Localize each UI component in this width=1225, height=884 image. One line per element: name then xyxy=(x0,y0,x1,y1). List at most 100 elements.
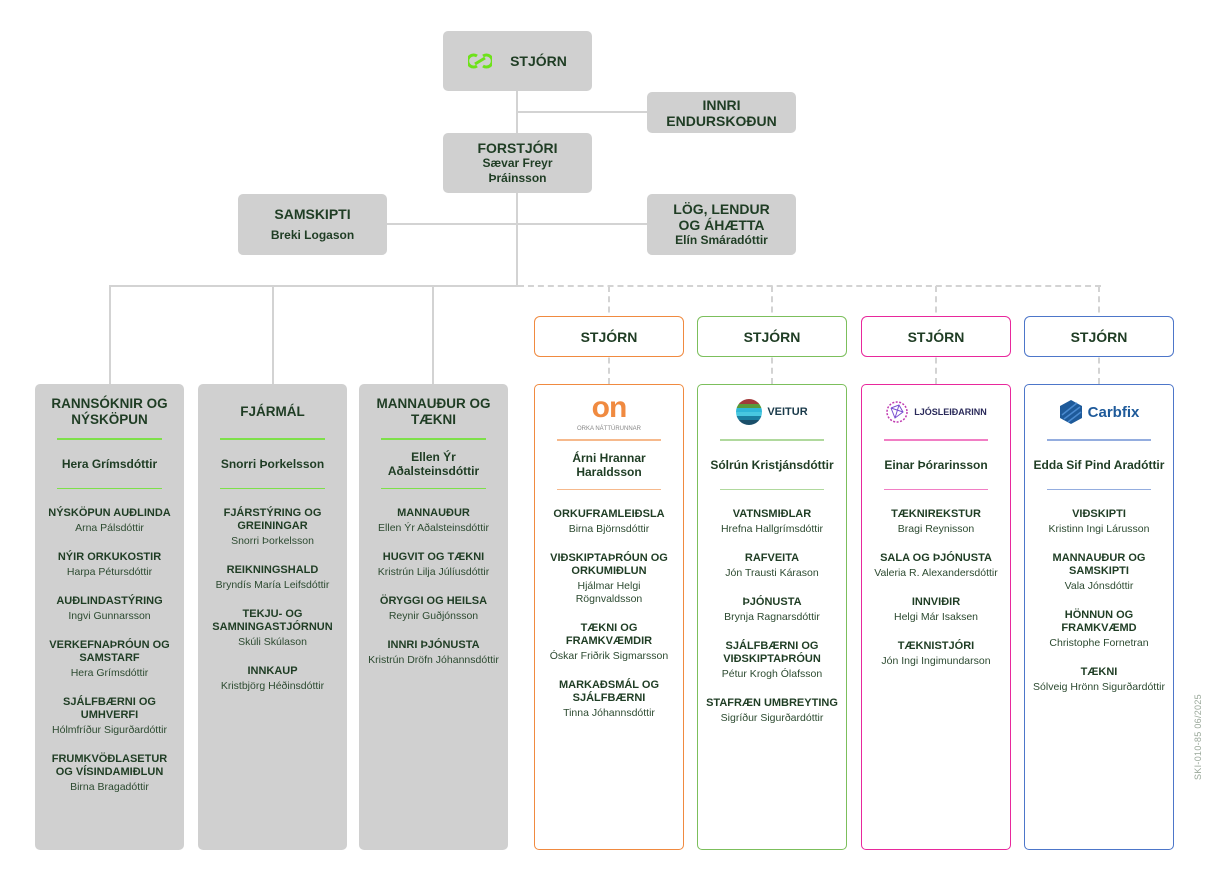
subsidiary-head: Edda Sif Pind Aradóttir xyxy=(1033,457,1165,472)
unit-title: INNKAUP xyxy=(247,665,298,677)
division-head: Ellen Ýr Aðalsteinsdóttir xyxy=(387,449,480,478)
unit-person: Óskar Friðrik Sigmarsson xyxy=(549,650,669,662)
unit-person: Skúli Skúlason xyxy=(238,636,307,648)
unit-title: VATNSMIÐLAR xyxy=(732,508,812,520)
veitur-logo: VEITUR xyxy=(706,385,838,439)
unit-item: TÆKNISTJÓRI Jón Ingi Ingimundarson xyxy=(870,640,1002,668)
unit-title: MARKAÐSMÁL OG SJÁLFBÆRNI xyxy=(558,679,659,704)
division-title: RANNSÓKNIR OG NÝSKÖPUN xyxy=(51,396,168,427)
connector xyxy=(517,111,647,113)
unit-person: Pétur Krogh Ólafsson xyxy=(721,668,823,680)
connector xyxy=(109,285,518,287)
unit-title: SJÁLFBÆRNI OG UMHVERFI xyxy=(63,696,156,721)
unit-title: TÆKNISTJÓRI xyxy=(897,640,975,652)
unit-item: TÆKNIREKSTUR Bragi Reynisson xyxy=(870,508,1002,536)
connector xyxy=(109,285,111,384)
unit-title: TEKJU- OG SAMNINGASTJÓRNUN xyxy=(212,608,333,633)
unit-title: HUGVIT OG TÆKNI xyxy=(382,551,485,563)
legal-box: LÖG, LENDUR OG ÁHÆTTA Elín Smáradóttir xyxy=(647,194,796,255)
internal-audit-box: INNRI ENDURSKOÐUN xyxy=(647,92,796,133)
unit-title: INNRI ÞJÓNUSTA xyxy=(387,639,480,651)
communications-box: SAMSKIPTI Breki Logason xyxy=(238,194,387,255)
division-head: Snorri Þorkelsson xyxy=(220,456,325,471)
unit-item: ORKUFRAMLEIÐSLA Birna Björnsdóttir xyxy=(543,508,675,536)
unit-item: INNRI ÞJÓNUSTA Kristrún Dröfn Jóhannsdótt… xyxy=(367,639,500,667)
unit-person: Hrefna Hallgrímsdóttir xyxy=(720,523,824,535)
unit-person: Sólveig Hrönn Sigurðardóttir xyxy=(1033,681,1165,693)
ceo-title: FORSTJÓRI xyxy=(477,140,558,156)
unit-title: TÆKNIREKSTUR xyxy=(891,508,981,520)
on-logo-subtext: ORKA NÁTTÚRUNNAR xyxy=(576,425,641,432)
divider xyxy=(557,488,661,490)
division-head: Hera Grímsdóttir xyxy=(61,456,158,471)
communications-title: SAMSKIPTI xyxy=(274,206,351,222)
unit-title: INNVIÐIR xyxy=(911,596,961,608)
unit-item: HUGVIT OG TÆKNI Kristrún Lilja Júlíusdótt… xyxy=(367,551,500,579)
divider xyxy=(884,439,988,441)
division-title: MANNAUÐUR OG TÆKNI xyxy=(376,396,491,427)
unit-person: Arna Pálsdóttir xyxy=(75,522,144,534)
carbfix-logo-icon xyxy=(1059,400,1082,424)
unit-title: STAFRÆN UMBREYTING xyxy=(706,697,838,709)
unit-person: Reynir Guðjónsson xyxy=(388,610,479,622)
internal-audit-title: INNRI ENDURSKOÐUN xyxy=(666,96,777,129)
connector xyxy=(386,223,647,225)
unit-title: REIKNINGSHALD xyxy=(226,564,319,576)
unit-person: Bragi Reynisson xyxy=(897,523,975,535)
divider xyxy=(220,438,325,440)
division-column: MANNAUÐUR OG TÆKNI Ellen Ýr Aðalsteinsdót… xyxy=(359,384,508,850)
unit-person: Harpa Pétursdóttir xyxy=(66,566,153,578)
ceo-name: Sævar Freyr Þráinsson xyxy=(482,156,553,185)
unit-item: TEKJU- OG SAMNINGASTJÓRNUN Skúli Skúlason xyxy=(206,608,339,649)
unit-person: Kristrún Lilja Júlíusdóttir xyxy=(377,566,490,578)
ljosleidarinn-logo-text: LJÓSLEIÐARINN xyxy=(914,407,987,417)
veitur-logo-text: VEITUR xyxy=(767,406,808,418)
legal-name: Elín Smáradóttir xyxy=(675,233,768,247)
unit-title: ORKUFRAMLEIÐSLA xyxy=(553,508,665,520)
subsidiary-head: Árni Hrannar Haraldsson xyxy=(572,450,646,479)
divider xyxy=(720,439,824,441)
connector xyxy=(516,192,518,287)
unit-title: NÝSKÖPUN AUÐLINDA xyxy=(48,507,171,519)
division-title: FJÁRMÁL xyxy=(240,404,305,419)
ljosleidarinn-logo-icon xyxy=(886,401,908,423)
unit-title: TÆKNI xyxy=(1080,666,1118,678)
unit-person: Birna Bragadóttir xyxy=(70,781,149,793)
divider xyxy=(381,487,486,489)
document-code: SKI-010-85 06/2025 xyxy=(1193,694,1203,780)
subsidiary-head: Einar Þórarinsson xyxy=(884,457,988,472)
unit-item: TÆKNI Sólveig Hrönn Sigurðardóttir xyxy=(1033,666,1165,694)
unit-person: Jón Ingi Ingimundarson xyxy=(881,655,991,667)
unit-person: Helgi Már Isaksen xyxy=(893,611,979,623)
unit-person: Jón Trausti Kárason xyxy=(725,567,819,579)
subsidiary-board-box: STJÓRN xyxy=(534,316,684,357)
unit-item: INNVIÐIR Helgi Már Isaksen xyxy=(870,596,1002,624)
unit-person: Kristrún Dröfn Jóhannsdóttir xyxy=(368,654,499,666)
board-box: STJÓRN xyxy=(443,31,592,91)
unit-person: Birna Björnsdóttir xyxy=(568,523,650,535)
divider xyxy=(57,487,162,489)
divider xyxy=(720,488,824,490)
unit-title: MANNAUÐUR OG SAMSKIPTI xyxy=(1052,552,1146,577)
connector xyxy=(272,285,274,384)
